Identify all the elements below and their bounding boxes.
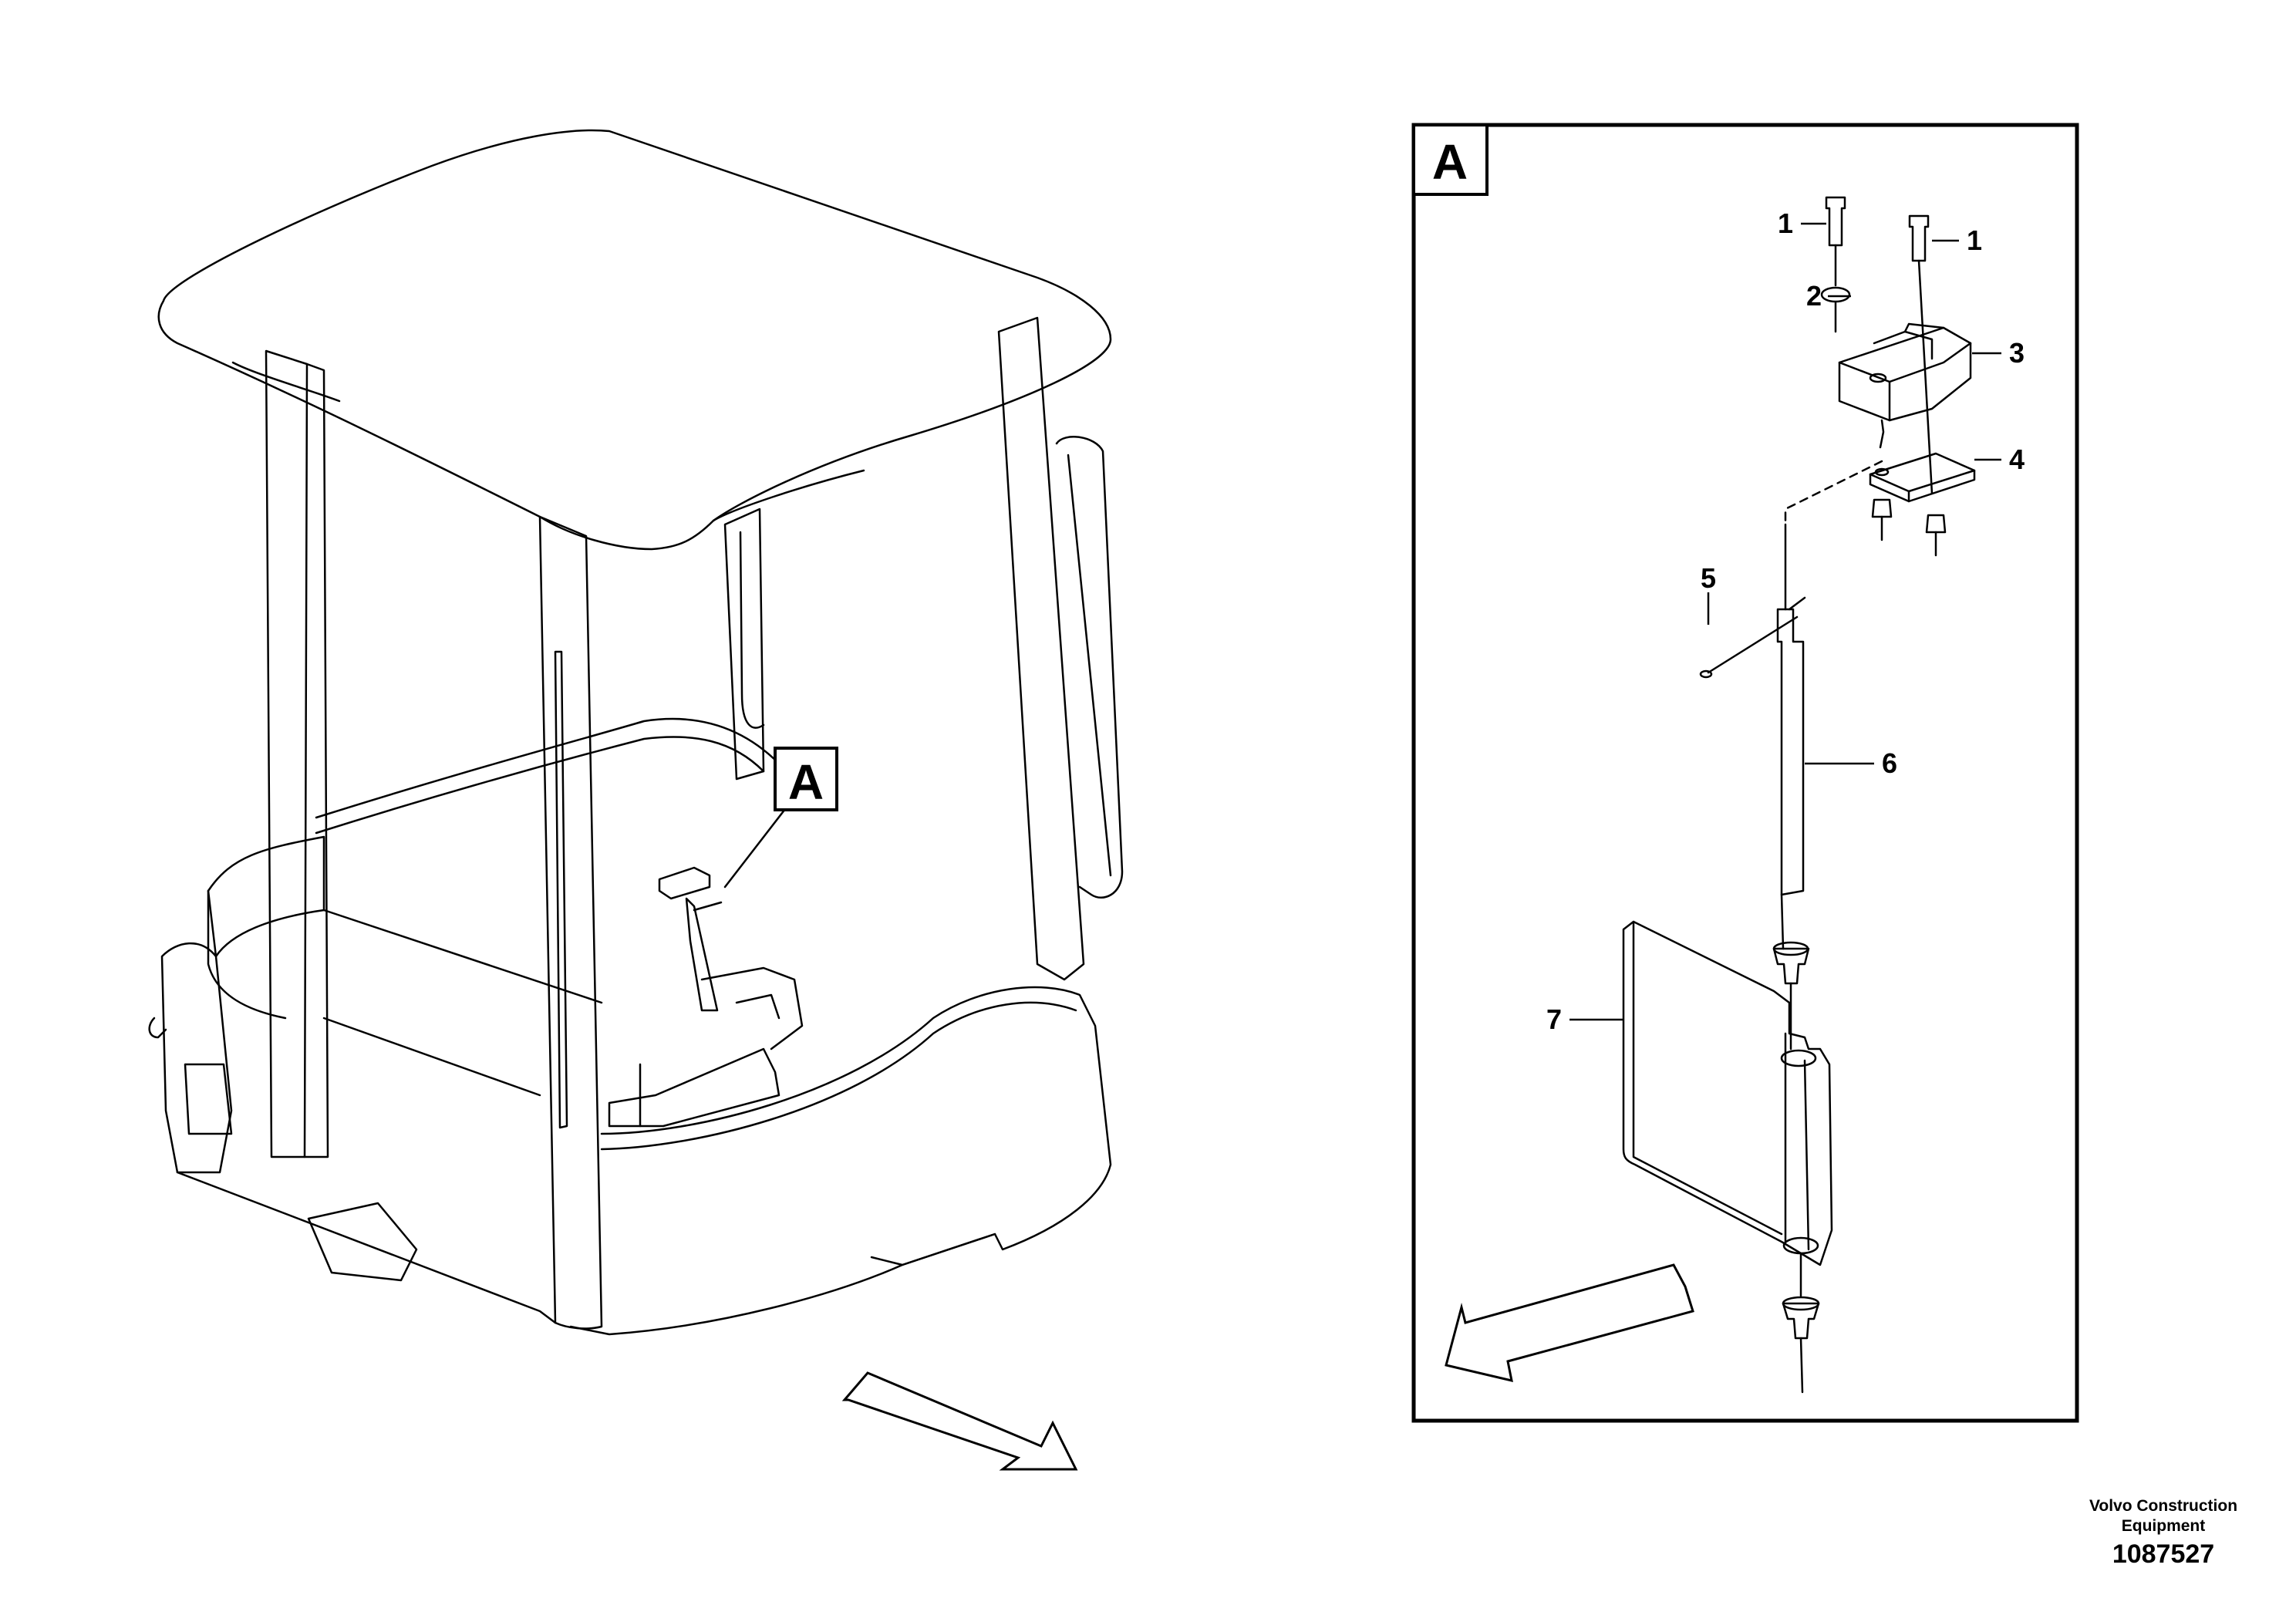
- manufacturer-name-line2: Equipment: [2121, 1517, 2206, 1535]
- drawing-number: 1087527: [2112, 1539, 2215, 1569]
- grab-handle: [1055, 436, 1124, 899]
- cab-roof: [157, 129, 1112, 551]
- callout-3: 3: [2009, 337, 2025, 369]
- callout-7: 7: [1546, 1003, 1562, 1035]
- callout-6: 6: [1882, 747, 1897, 779]
- mounting-block: [1838, 326, 1972, 422]
- footer: Volvo Construction Equipment 1087527: [2036, 1496, 2291, 1572]
- front-skirt: [569, 986, 1112, 1336]
- detail-a-leader: [723, 801, 792, 889]
- cab-overview: [148, 129, 1124, 1336]
- bolt-left: [1825, 196, 1846, 247]
- callout-1-right: 1: [1967, 224, 1982, 256]
- callout-5: 5: [1701, 562, 1716, 594]
- callout-2: 2: [1806, 280, 1822, 312]
- callout-labels: 1 1 2 3 4 5 6 7: [1546, 207, 2025, 1035]
- callout-leaders: [1569, 222, 2001, 1021]
- cab-lower-body: [207, 835, 325, 958]
- detail-a-marker: A: [774, 747, 838, 811]
- pin: [1707, 615, 1799, 674]
- direction-arrow-detail: [1445, 1263, 1694, 1382]
- manufacturer-name-line1: Volvo Construction: [2089, 1497, 2238, 1515]
- cab-pillar-rear-right: [723, 508, 765, 781]
- cab-pillar-front-left: [538, 515, 603, 1330]
- mounting-plate: [1869, 452, 1976, 503]
- detail-a-marker-label: A: [788, 754, 824, 810]
- callout-4: 4: [2009, 443, 2025, 475]
- hinge-washer-top: [1780, 1049, 1817, 1067]
- bushing-bottom: [1782, 1302, 1820, 1340]
- detail-a-parts: [1622, 196, 1976, 1394]
- callout-1-left: 1: [1778, 207, 1793, 239]
- direction-arrow-overview: [841, 1371, 1078, 1471]
- cab-pillar-rear-left: [265, 349, 308, 1158]
- nut-right: [1925, 514, 1947, 534]
- bolt-right: [1908, 214, 1930, 262]
- cab-pillar-front-right: [997, 316, 1085, 981]
- sleeve: [1776, 608, 1805, 896]
- detail-a-panel: A: [1411, 123, 2079, 1423]
- cab-bracket-location: [658, 866, 711, 900]
- storage-flap: [1622, 920, 1833, 1266]
- bushing-top: [1772, 947, 1810, 985]
- detail-a-label: A: [1432, 134, 1468, 190]
- nut-left: [1871, 498, 1893, 518]
